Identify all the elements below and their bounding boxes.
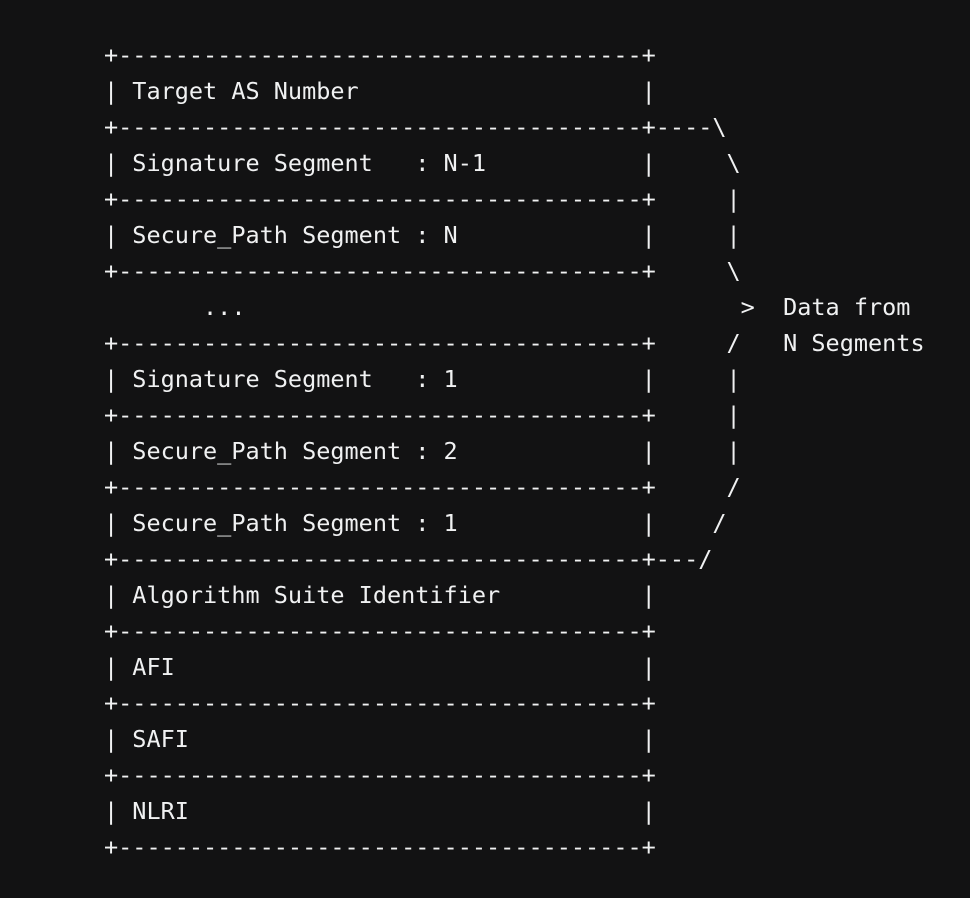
field-safi: | SAFI |: [104, 725, 656, 753]
diagram-border: +-------------------------------------+: [104, 761, 656, 789]
diagram-border: +-------------------------------------+ …: [104, 257, 741, 285]
diagram-border-brace-start: +-------------------------------------+-…: [104, 113, 727, 141]
diagram-border: +-------------------------------------+ …: [104, 401, 741, 429]
field-target-as-number: | Target AS Number |: [104, 77, 656, 105]
field-afi: | AFI |: [104, 653, 656, 681]
field-secure-path-segment-n: | Secure_Path Segment : N | |: [104, 221, 741, 249]
diagram-border: +-------------------------------------+ …: [104, 473, 741, 501]
diagram-border-brace-end: +-------------------------------------+-…: [104, 545, 713, 573]
field-secure-path-segment-1: | Secure_Path Segment : 1 | /: [104, 509, 727, 537]
diagram-border-bottom: +-------------------------------------+: [104, 833, 656, 861]
diagram-border: +-------------------------------------+: [104, 617, 656, 645]
field-algorithm-suite-identifier: | Algorithm Suite Identifier |: [104, 581, 656, 609]
ellipsis-and-brace-label-line1: ... > Data from: [104, 293, 911, 321]
field-signature-segment-1: | Signature Segment : 1 | |: [104, 365, 741, 393]
ascii-structure-diagram: +-------------------------------------+ …: [104, 37, 925, 865]
field-nlri: | NLRI |: [104, 797, 656, 825]
field-signature-segment-n-1: | Signature Segment : N-1 | \: [104, 149, 741, 177]
diagram-border: +-------------------------------------+ …: [104, 185, 741, 213]
diagram-border: +-------------------------------------+: [104, 689, 656, 717]
diagram-border-and-brace-label-line2: +-------------------------------------+ …: [104, 329, 925, 357]
field-secure-path-segment-2: | Secure_Path Segment : 2 | |: [104, 437, 741, 465]
diagram-border-top: +-------------------------------------+: [104, 41, 656, 69]
